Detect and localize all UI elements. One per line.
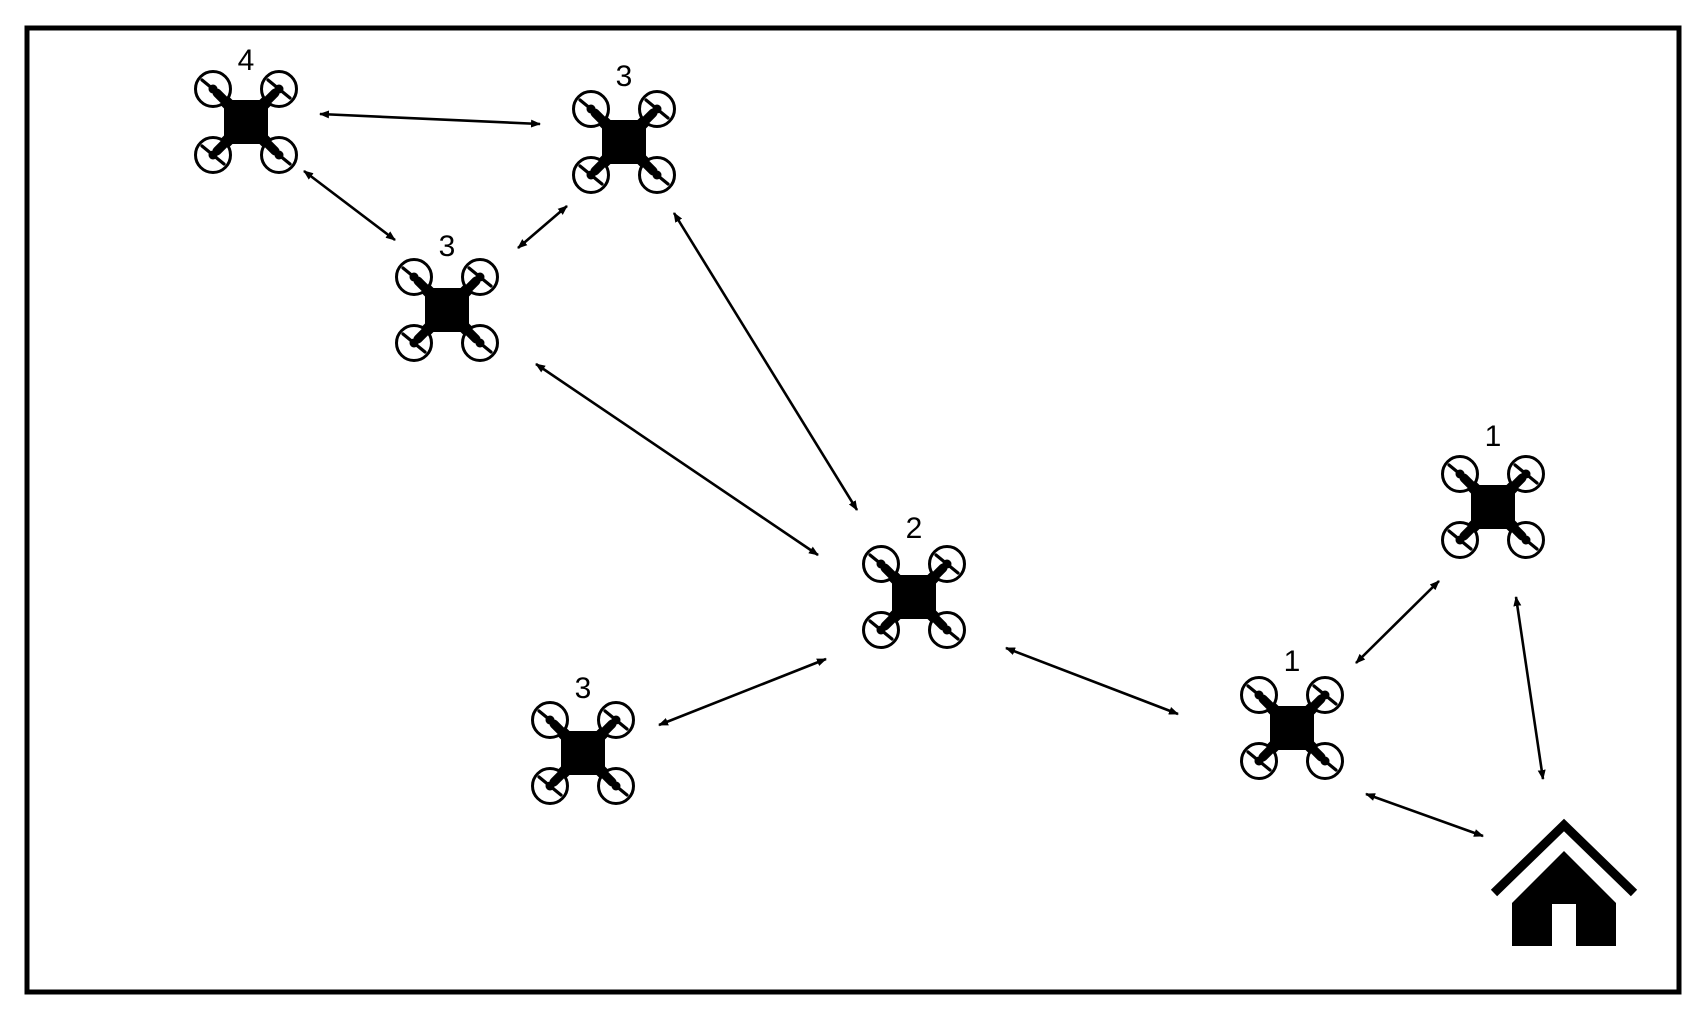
nodes-layer: 4 3 3 2 3 1 1 [194,44,1638,946]
node-label-d6: 1 [1284,645,1301,678]
node-home [1490,818,1638,946]
link-arrow-d1-d3 [303,169,396,242]
house-icon [1490,818,1638,946]
link-arrow-d3-d2 [517,205,568,249]
link-arrow-d3-d4 [535,362,819,557]
node-label-d7: 1 [1485,420,1502,453]
drone-icon [1441,455,1545,559]
link-arrow-d4-d6 [1005,646,1179,716]
node-d3: 3 [395,230,499,362]
drone-icon [1240,676,1344,780]
node-d2: 3 [572,60,676,194]
node-d7: 1 [1441,420,1545,559]
link-arrow-d2-d4 [672,212,859,511]
edges-layer [303,110,1546,838]
link-arrow-d6-home [1365,792,1484,838]
drone-icon [572,90,676,194]
node-label-d1: 4 [238,44,255,77]
node-label-d2: 3 [616,60,633,93]
node-d6: 1 [1240,645,1344,780]
node-label-d3: 3 [439,230,456,263]
link-arrow-d7-home [1513,596,1546,780]
drone-icon [862,545,966,649]
drone-icon [531,701,635,805]
link-arrow-d1-d2 [319,110,541,128]
drone-icon [194,70,298,174]
node-d4: 2 [862,512,966,649]
node-label-d5: 3 [575,672,592,705]
link-arrow-d5-d4 [658,657,827,727]
node-label-d4: 2 [906,512,923,545]
node-d1: 4 [194,44,298,174]
frame-border [24,25,1682,995]
drone-icon [395,258,499,362]
link-arrow-d6-d7 [1355,580,1440,664]
node-d5: 3 [531,672,635,805]
